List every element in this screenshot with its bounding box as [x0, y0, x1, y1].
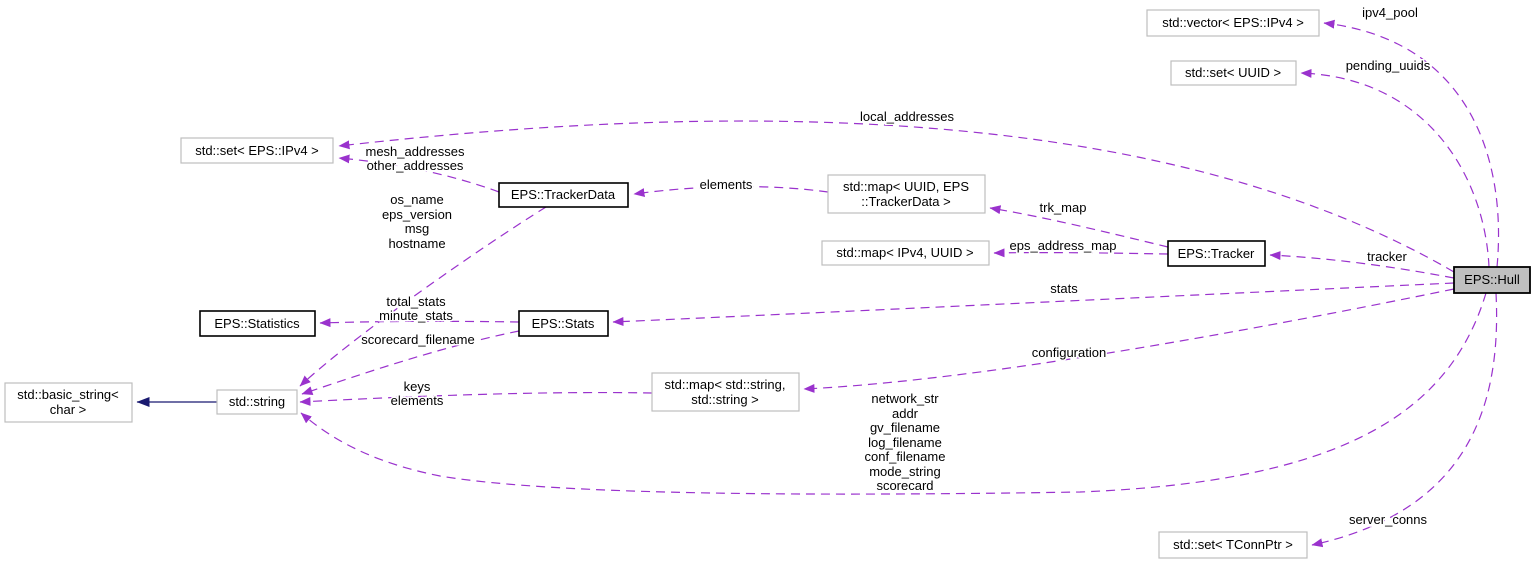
node-map-ipv4-uuid-label: std::map< IPv4, UUID > — [836, 245, 973, 260]
edge-pending-uuids — [1300, 68, 1490, 268]
node-map-string-string-line1: std::map< std::string, — [664, 377, 785, 392]
edge-trk-map — [989, 205, 1169, 248]
edge-elements-trackerdata — [633, 185, 829, 198]
edge-label-conf-filename: conf_filename — [865, 449, 946, 464]
edge-label-scorecard-filename: scorecard_filename — [361, 332, 474, 347]
edge-server-conns — [1311, 292, 1498, 548]
edge-label-elements-map: elements — [391, 393, 444, 408]
node-set-ipv4-box — [180, 137, 334, 164]
node-vector-ipv4-box — [1146, 9, 1320, 37]
node-map-string-string-box — [651, 372, 800, 412]
node-basic-string-line2: char > — [50, 402, 87, 417]
node-statistics-label: EPS::Statistics — [214, 316, 300, 331]
node-basic-string-line1: std::basic_string< — [17, 387, 119, 402]
edge-label-ipv4-pool: ipv4_pool — [1362, 5, 1418, 20]
node-set-uuid-label: std::set< UUID > — [1185, 65, 1281, 80]
node-set-ipv4: std::set< EPS::IPv4 > — [180, 137, 334, 164]
edge-keys-elements — [299, 391, 653, 406]
edge-label-network-str: network_str — [871, 391, 939, 406]
node-vector-ipv4-label: std::vector< EPS::IPv4 > — [1162, 15, 1304, 30]
edge-configuration — [803, 288, 1455, 393]
edge-label-mesh-addresses: mesh_addresses — [366, 144, 465, 159]
node-basic-string-box — [4, 382, 133, 423]
edge-label-hostname: hostname — [388, 236, 445, 251]
edge-trackerdata-strings — [299, 206, 547, 387]
node-tracker-label: EPS::Tracker — [1178, 246, 1255, 261]
node-map-uuid-trackerdata-box — [827, 174, 986, 214]
node-set-tconnptr-box — [1158, 531, 1308, 559]
edge-label-msg: msg — [405, 221, 430, 236]
node-hull: EPS::Hull — [1453, 266, 1531, 294]
edge-label-os-name: os_name — [390, 192, 443, 207]
edge-label-minute-stats: minute_stats — [379, 308, 453, 323]
edge-scorecard-filename — [301, 330, 520, 395]
node-string-box — [216, 389, 298, 415]
edge-eps-address-map — [993, 248, 1169, 258]
node-set-uuid-box — [1170, 60, 1297, 86]
node-map-string-string-line2: std::string > — [691, 392, 759, 407]
node-map-string-string: std::map< std::string, std::string > — [651, 372, 800, 412]
edge-label-stats: stats — [1050, 281, 1078, 296]
edge-label-log-filename: log_filename — [868, 435, 942, 450]
edge-label-keys: keys — [404, 379, 431, 394]
edge-stats — [612, 282, 1455, 327]
nodes: std::vector< EPS::IPv4 > std::set< UUID … — [4, 9, 1531, 559]
edge-label-total-stats: total_stats — [386, 294, 446, 309]
node-trackerdata-box[interactable] — [498, 182, 629, 208]
edge-label-eps-address-map: eps_address_map — [1010, 238, 1117, 253]
node-set-uuid: std::set< UUID > — [1170, 60, 1297, 86]
edge-label-trk-map: trk_map — [1040, 200, 1087, 215]
node-map-ipv4-uuid-box — [821, 240, 990, 266]
edge-tracker — [1269, 251, 1455, 279]
node-stats: EPS::Stats — [518, 310, 609, 337]
node-set-tconnptr-label: std::set< TConnPtr > — [1173, 537, 1293, 552]
edge-label-configuration: configuration — [1032, 345, 1106, 360]
node-trackerdata-label: EPS::TrackerData — [511, 187, 616, 202]
edge-labels: ipv4_pool pending_uuids local_addresses … — [360, 4, 1433, 529]
edge-label-pending-uuids: pending_uuids — [1346, 58, 1431, 73]
node-trackerdata: EPS::TrackerData — [498, 182, 629, 208]
node-tracker-box[interactable] — [1167, 240, 1266, 267]
edge-label-eps-version: eps_version — [382, 207, 452, 222]
edge-hull-strings — [300, 292, 1487, 495]
edge-label-other-addresses: other_addresses — [367, 158, 464, 173]
edge-label-mode-string: mode_string — [869, 464, 941, 479]
edge-local-addresses — [338, 120, 1455, 273]
node-map-uuid-trackerdata-line1: std::map< UUID, EPS — [843, 179, 969, 194]
node-vector-ipv4: std::vector< EPS::IPv4 > — [1146, 9, 1320, 37]
node-map-ipv4-uuid: std::map< IPv4, UUID > — [821, 240, 990, 266]
node-stats-box[interactable] — [518, 310, 609, 337]
node-statistics: EPS::Statistics — [199, 310, 316, 337]
node-basic-string: std::basic_string< char > — [4, 382, 133, 423]
edge-label-scorecard: scorecard — [876, 478, 933, 493]
node-string-label: std::string — [229, 394, 285, 409]
node-statistics-box[interactable] — [199, 310, 316, 337]
node-tracker: EPS::Tracker — [1167, 240, 1266, 267]
edge-label-elements-trackerdata: elements — [700, 177, 753, 192]
node-string: std::string — [216, 389, 298, 415]
node-set-tconnptr: std::set< TConnPtr > — [1158, 531, 1308, 559]
node-map-uuid-trackerdata: std::map< UUID, EPS ::TrackerData > — [827, 174, 986, 214]
node-hull-label: EPS::Hull — [1464, 272, 1520, 287]
edge-label-tracker: tracker — [1367, 249, 1407, 264]
node-stats-label: EPS::Stats — [532, 316, 595, 331]
edge-label-addr: addr — [892, 406, 919, 421]
edges — [136, 19, 1500, 548]
edge-label-server-conns: server_conns — [1349, 512, 1428, 527]
edge-mesh-other-addresses — [338, 154, 500, 193]
node-hull-box — [1453, 266, 1531, 294]
edge-label-local-addresses: local_addresses — [860, 109, 954, 124]
edge-total-minute-stats — [319, 318, 520, 328]
node-map-uuid-trackerdata-line2: ::TrackerData > — [861, 194, 950, 209]
node-set-ipv4-label: std::set< EPS::IPv4 > — [195, 143, 319, 158]
edge-label-gv-filename: gv_filename — [870, 420, 940, 435]
